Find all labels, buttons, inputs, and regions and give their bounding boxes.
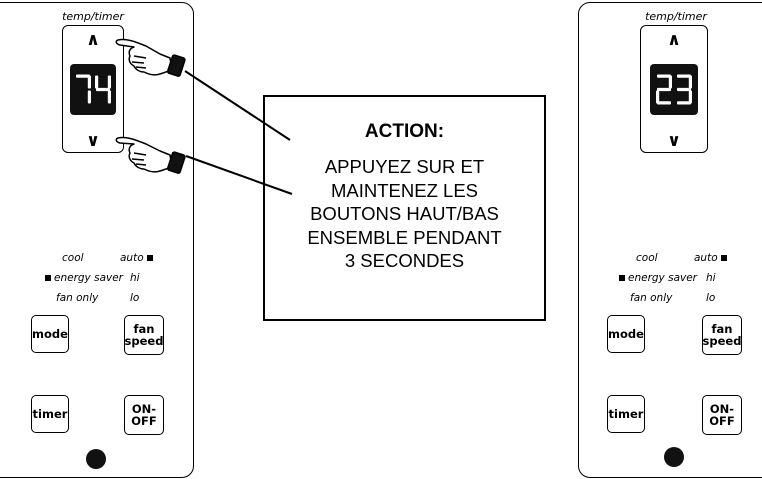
left-indicator-auto-label: auto — [120, 252, 144, 264]
left-indicator-auto: auto — [120, 252, 156, 264]
lcd-segment — [76, 74, 90, 78]
right-on-off-button[interactable]: ON- OFF — [702, 395, 742, 435]
left-timer-button[interactable]: timer — [31, 395, 69, 433]
lcd-segment — [657, 87, 671, 92]
right-indicator-auto-label: auto — [694, 252, 718, 264]
lcd-segment — [107, 90, 111, 104]
lcd-segment — [688, 90, 692, 104]
left-indicator-cool: cool — [62, 252, 84, 264]
left-indicator-fan-only: fan only — [56, 292, 99, 304]
lcd-segment — [87, 75, 91, 89]
right-indicator-fan-only: fan only — [630, 292, 673, 304]
lcd-segment — [96, 87, 110, 92]
left-fan-speed-button[interactable]: fan speed — [124, 315, 164, 355]
right-timer-button[interactable]: timer — [607, 395, 645, 433]
pointing-hand-down-icon — [115, 136, 186, 174]
lcd-segment — [657, 101, 671, 105]
left-display-label: temp/timer — [62, 10, 124, 23]
lcd-segment — [677, 74, 691, 78]
left-indicator-energy-saver-label: energy saver — [54, 272, 124, 284]
right-status-led-icon — [664, 447, 684, 467]
right-indicator-cool: cool — [636, 252, 658, 264]
lcd-segment — [107, 75, 111, 89]
right-lcd-display — [650, 64, 698, 115]
right-indicator-energy-saver-label: energy saver — [628, 272, 698, 284]
left-down-arrow-button[interactable]: ∨ — [86, 131, 100, 151]
left-energy-saver-led-icon — [45, 275, 51, 281]
right-indicator-auto: auto — [694, 252, 730, 264]
action-callout-box: ACTION: APPUYEZ SUR ET MAINTENEZ LES BOU… — [263, 95, 546, 321]
lcd-segment — [87, 90, 91, 104]
lcd-segment — [677, 87, 691, 92]
pointing-hand-up-icon — [115, 38, 186, 77]
right-fan-speed-label: fan speed — [702, 322, 742, 348]
left-indicator-lo: lo — [130, 292, 140, 304]
right-auto-led-icon — [720, 255, 727, 261]
right-energy-saver-led-icon — [619, 275, 625, 281]
left-lcd-display — [70, 64, 116, 115]
left-indicator-hi: hi — [130, 272, 140, 284]
right-indicator-lo: lo — [706, 292, 716, 304]
left-lcd-digits — [76, 74, 111, 104]
right-timer-label: timer — [608, 407, 644, 421]
lcd-segment — [657, 74, 671, 78]
left-on-off-button[interactable]: ON- OFF — [124, 395, 164, 435]
leader-line-down — [185, 155, 293, 195]
action-instruction-text: APPUYEZ SUR ET MAINTENEZ LES BOUTONS HAU… — [307, 156, 502, 271]
lcd-segment — [95, 75, 99, 89]
left-fan-speed-label: fan speed — [124, 322, 164, 348]
right-indicator-energy-saver: energy saver — [616, 272, 697, 284]
leader-line-up — [184, 70, 291, 141]
right-up-arrow-button[interactable]: ∧ — [667, 30, 681, 50]
left-status-led-icon — [86, 449, 106, 469]
lcd-segment — [668, 75, 672, 89]
left-on-off-label: ON- OFF — [131, 402, 157, 428]
right-on-off-label: ON- OFF — [709, 402, 735, 428]
left-mode-label: mode — [32, 327, 68, 341]
right-indicator-hi: hi — [706, 272, 716, 284]
lcd-segment — [677, 101, 691, 105]
right-fan-speed-button[interactable]: fan speed — [702, 315, 742, 355]
left-indicator-energy-saver: energy saver — [42, 272, 123, 284]
right-mode-button[interactable]: mode — [607, 315, 645, 353]
action-title: ACTION: — [364, 121, 445, 142]
left-up-arrow-button[interactable]: ∧ — [86, 30, 100, 50]
right-display-label: temp/timer — [645, 10, 707, 23]
lcd-segment — [688, 75, 692, 89]
left-mode-button[interactable]: mode — [31, 315, 69, 353]
left-auto-led-icon — [146, 255, 153, 261]
right-lcd-digits — [656, 74, 692, 105]
left-timer-label: timer — [32, 407, 68, 421]
right-down-arrow-button[interactable]: ∨ — [667, 131, 681, 151]
right-mode-label: mode — [608, 327, 644, 341]
lcd-segment — [656, 90, 660, 104]
